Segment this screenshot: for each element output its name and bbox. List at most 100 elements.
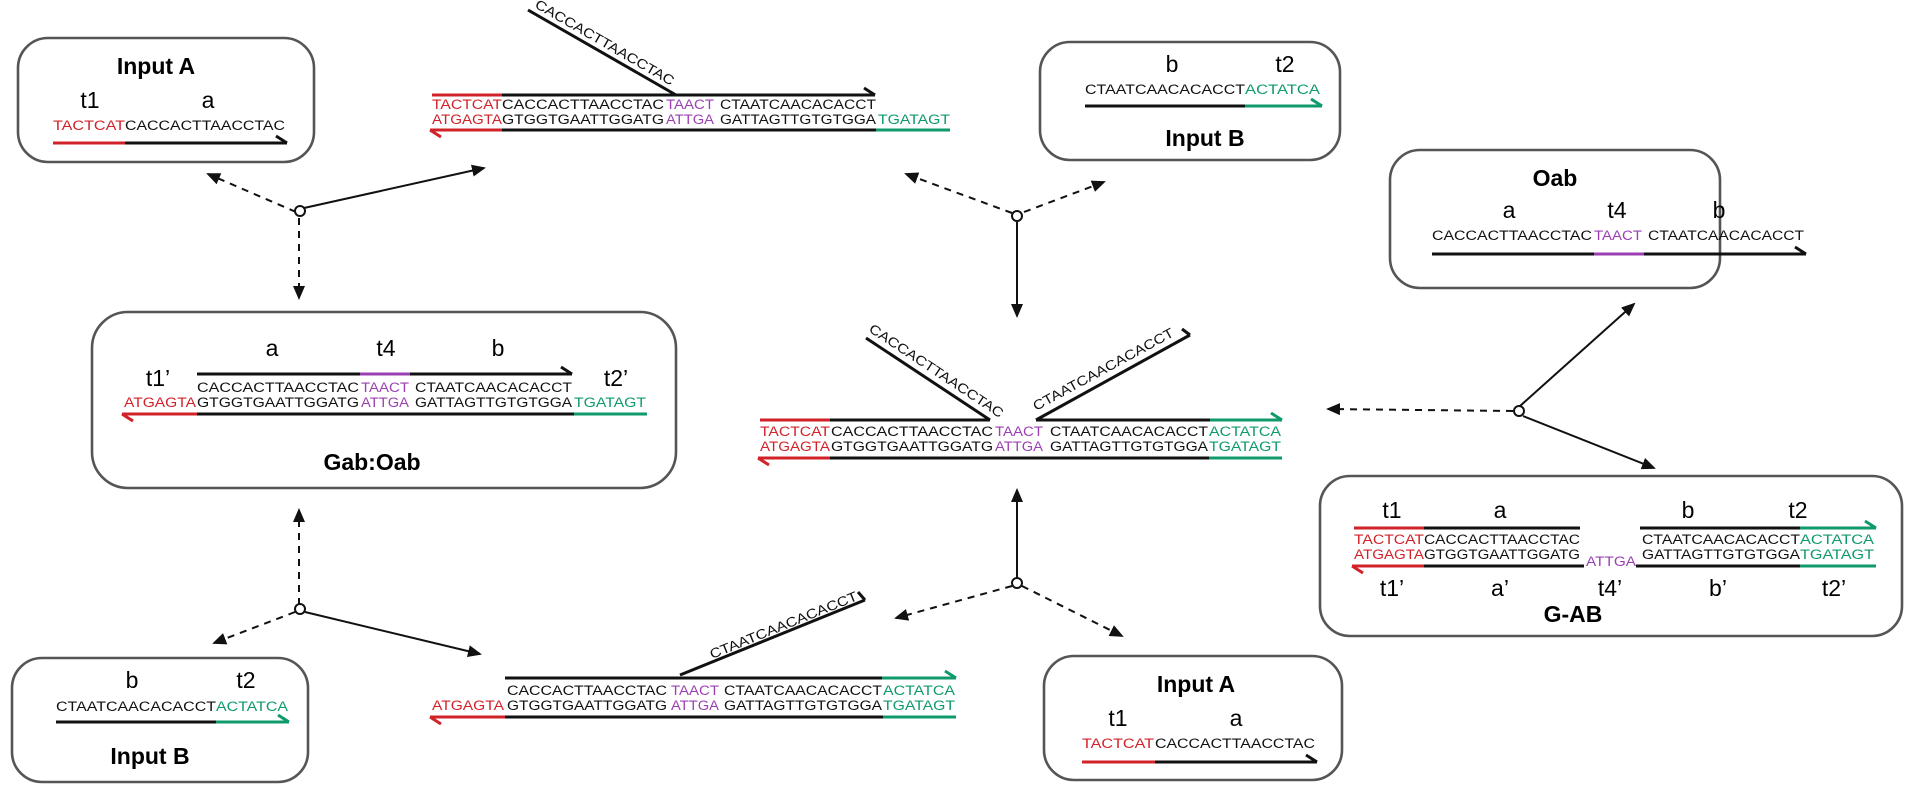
domain-label-t2: t2 [1275,51,1294,77]
seq-t1: TACTCAT [1354,532,1424,547]
seq-t2c: TGATAGT [574,395,646,410]
seq-t2: ACTATCA [883,683,955,698]
seq-t2: ACTATCA [216,699,288,714]
domain-label-t4: t4 [1607,197,1626,223]
seq-t1c: ATGAGTA [124,395,196,410]
seq-t2: ACTATCA [1209,424,1281,439]
seq-t4c: ATTGA [666,112,714,127]
seq-bc: GATTAGTTGTGTGGA [724,698,882,713]
input-a-top-title: Input A [117,53,195,79]
seq-b: CTAATCAACACACCT [56,699,216,714]
seq-t4: TAACT [1594,228,1642,243]
seq-a: CACCACTTAACCTAC [1432,228,1592,243]
seq-ac: GTGGTGAATTGGATG [197,395,359,410]
reaction-node-right [1326,302,1656,470]
domain-label-a: a [202,87,215,113]
input-a-top-box [16,36,316,164]
seq-b-dangling: CTAATCAACACACCT [708,589,860,662]
seq-t1: TACTCAT [53,118,125,133]
seq-bc: GATTAGTTGTGTGGA [1642,547,1800,562]
seq-b: CTAATCAACACACCT [1642,532,1800,547]
seq-t4c: ATTGA [361,395,409,410]
gab-oab-title: Gab:Oab [323,449,420,475]
domain-label-t2: t2 [1788,497,1807,523]
seq-bc: GATTAGTTGTGTGGA [415,395,572,410]
domain-label-b: b [492,335,505,361]
seq-b: CTAATCAACACACCT [1085,82,1245,97]
domain-label-b: b [126,667,139,693]
input-a-top-strand: t1 a TACTCAT CACCACTTAACCTAC [53,87,288,145]
input-b-bottom-title: Input B [110,743,189,769]
seq-b: CTAATCAACACACCT [724,683,882,698]
input-a-bottom-title: Input A [1157,671,1235,697]
seq-t4c: ATTGA [671,698,719,713]
domain-label-t1: t1 [1382,497,1401,523]
seq-t2c: TGATAGT [1800,547,1874,562]
input-b-bottom-strand: b t2 CTAATCAACACACCT ACTATCA [56,667,290,724]
seq-t4: TAACT [995,424,1043,439]
seq-a: CACCACTTAACCTAC [831,424,993,439]
input-b-top-strand: b t2 CTAATCAACACACCT ACTATCA [1085,51,1323,108]
seq-t2c: TGATAGT [1209,439,1281,454]
domain-label-t1p: t1’ [1380,575,1404,601]
seq-b-dangling: CTAATCAACACACCT [1030,325,1176,414]
gab-title: G-AB [1544,601,1603,627]
domain-label-t2: t2 [236,667,255,693]
domain-label-t1: t1 [1108,705,1127,731]
input-a-bottom-strand: t1 a TACTCAT CACCACTTAACCTAC [1082,705,1318,764]
oab-title: Oab [1533,165,1578,191]
seq-t1c: ATGAGTA [1354,547,1424,562]
reaction-node-bottom-left [212,508,482,658]
seq-t1: TACTCAT [432,97,502,112]
seq-ac: GTGGTGAATTGGATG [831,439,993,454]
domain-label-t2p: t2’ [604,365,628,391]
seq-t1: TACTCAT [1082,736,1154,751]
seq-b: CTAATCAACACACCT [720,97,876,112]
seq-a: CACCACTTAACCTAC [502,97,664,112]
center-complex: CACCACTTAACCTAC CTAATCAACACACCT TACTCAT … [757,321,1283,467]
seq-bc: GATTAGTTGTGTGGA [720,112,876,127]
reaction-node-bottom-center [894,488,1124,637]
seq-a: CACCACTTAACCTAC [507,683,667,698]
input-b-top-box [1038,40,1342,162]
seq-t2: ACTATCA [1245,82,1320,97]
seq-a-dangling: CACCACTTAACCTAC [533,0,678,88]
domain-label-bp: b’ [1709,575,1727,601]
oab-strand: a t4 b CACCACTTAACCTAC TAACT CTAATCAACAC… [1432,197,1807,256]
seq-a-dangling: CACCACTTAACCTAC [866,321,1006,421]
seq-b: CTAATCAACACACCT [1648,228,1804,243]
domain-label-t4p: t4’ [1598,575,1622,601]
seq-a: CACCACTTAACCTAC [1155,736,1315,751]
reaction-node-top-left [206,164,486,300]
seq-t4: TAACT [361,380,409,395]
domain-label-b: b [1713,197,1726,223]
domain-label-t4: t4 [376,335,395,361]
domain-label-t1: t1 [80,87,99,113]
seq-a: CACCACTTAACCTAC [1424,532,1580,547]
seq-t4c: ATTGA [995,439,1043,454]
domain-label-a: a [1494,497,1507,523]
seq-t2c: TGATAGT [883,698,955,713]
domain-label-t1p: t1’ [146,365,170,391]
gab-box [1318,474,1904,638]
domain-label-t2p: t2’ [1822,575,1846,601]
gab-oab-box [90,310,678,490]
seq-b: CTAATCAACACACCT [415,380,572,395]
seq-a: CACCACTTAACCTAC [125,118,285,133]
bottom-intermediate-complex: CTAATCAACACACCT CACCACTTAACCTAC TAACT CT… [429,589,957,726]
reaction-node-top-center [904,172,1106,318]
seq-t2: ACTATCA [1800,532,1874,547]
seq-bc: GATTAGTTGTGTGGA [1050,439,1208,454]
domain-label-b: b [1682,497,1695,523]
domain-label-ap: a’ [1491,575,1509,601]
seq-t4: TAACT [666,97,714,112]
seq-ac: GTGGTGAATTGGATG [507,698,667,713]
input-b-top-title: Input B [1165,125,1244,151]
seq-t4: TAACT [671,683,719,698]
seq-t2c: TGATAGT [878,112,950,127]
domain-label-a: a [1503,197,1516,223]
seq-ac: GTGGTGAATTGGATG [1424,547,1580,562]
seq-t1c: ATGAGTA [432,698,504,713]
domain-label-b: b [1166,51,1179,77]
